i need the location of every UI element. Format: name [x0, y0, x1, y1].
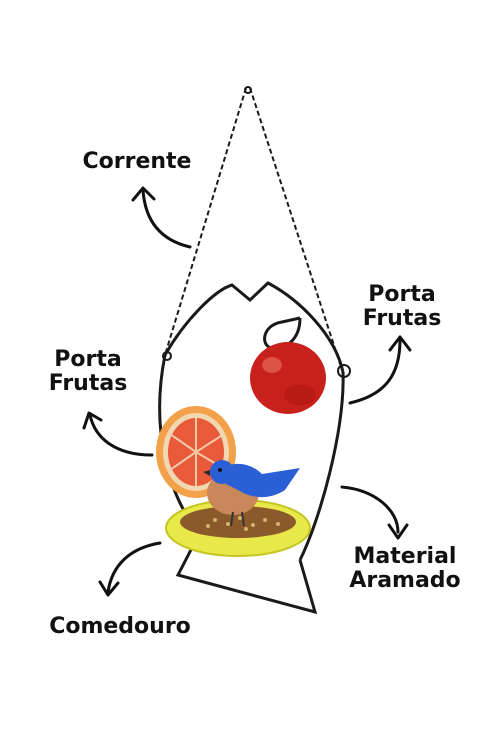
curved-arrow-icon	[98, 541, 162, 597]
curved-arrow-icon	[340, 485, 409, 540]
label-fruit-holder-right: Porta Frutas	[362, 282, 442, 331]
curved-arrow-icon	[82, 411, 154, 457]
label-chain: Corrente	[82, 149, 192, 174]
label-fruit-holder-left: Porta Frutas	[48, 347, 128, 396]
curved-arrow-icon	[348, 335, 412, 405]
curved-arrow-icon	[131, 186, 192, 249]
apple	[250, 342, 326, 414]
label-wire-material: Material Aramado	[349, 544, 461, 593]
bird-illustration	[203, 460, 300, 527]
label-feeder-dish: Comedouro	[49, 614, 191, 639]
chain	[162, 86, 351, 378]
